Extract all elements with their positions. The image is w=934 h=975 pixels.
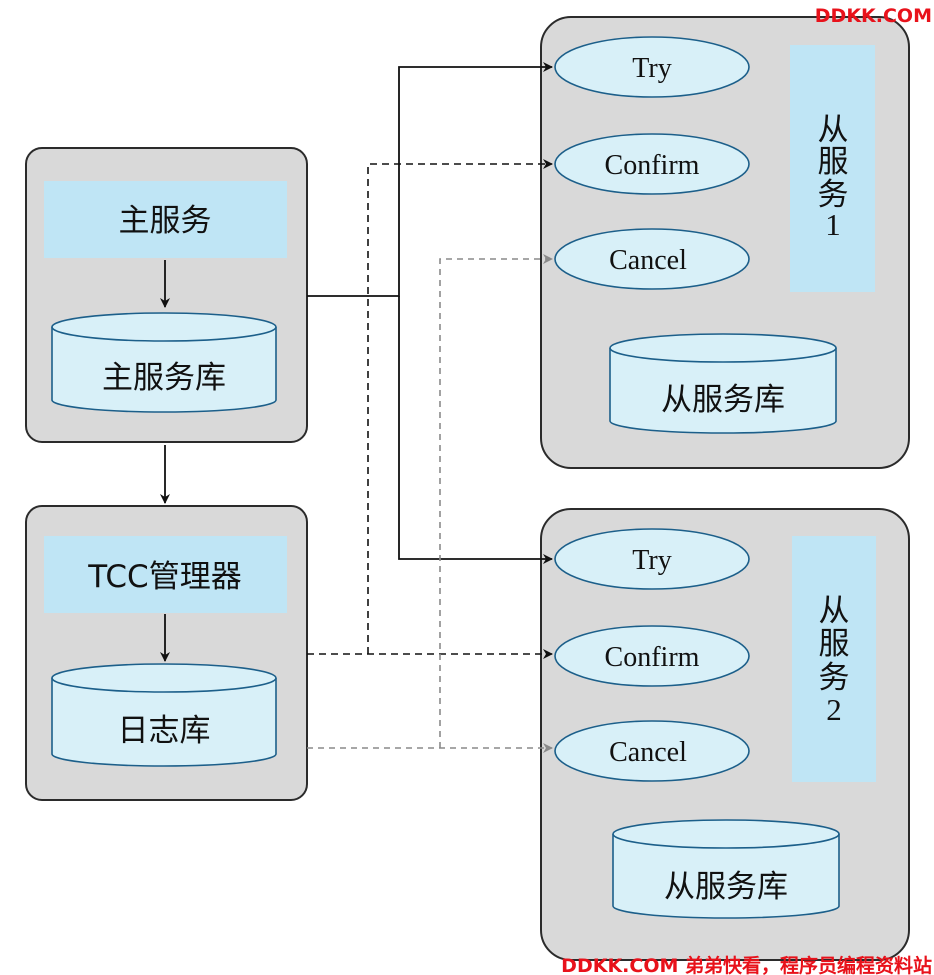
slave-1-try-oval — [554, 36, 750, 98]
slave-service-1-title-char-4: 1 — [825, 207, 841, 242]
slave-service-2-title-char-2: 服 — [819, 626, 850, 662]
slave-1-cancel-oval — [554, 228, 750, 290]
slave-2-confirm-label: Confirm — [605, 642, 700, 673]
log-db-body — [51, 678, 277, 767]
slave-service-2-title-char-3: 务 — [819, 660, 850, 696]
slave-service-2-title-char-4: 2 — [826, 692, 842, 727]
slave-2-db-top — [612, 819, 840, 849]
slave-2-db-label: 从服务库 — [664, 869, 788, 905]
main-service-label: 主服务 — [119, 203, 212, 239]
slave-1-db-label: 从服务库 — [661, 382, 785, 418]
slave-service-2-title-char-1: 从 — [819, 593, 850, 629]
slave-2-cancel-oval — [554, 720, 750, 782]
slave-1-confirm-label: Confirm — [605, 150, 700, 181]
watermark-top: DDKK.COM — [815, 5, 932, 27]
slave-service-1-title-char-2: 服 — [818, 144, 849, 180]
main-service-db-body — [51, 327, 277, 413]
cancel-connector-slave-1 — [439, 254, 553, 748]
tcc-manager-label-box — [44, 536, 287, 613]
slave-1-try-label: Try — [632, 53, 671, 84]
try-connector-slave-2 — [398, 296, 553, 564]
main-service-db-label: 主服务库 — [102, 360, 226, 396]
slave-2-try-oval — [554, 528, 750, 590]
slave-1-confirm-oval — [554, 133, 750, 195]
slave-service-2-panel: 从 服 务 2 Try Confirm Cancel 从服务库 — [540, 508, 910, 961]
slave-service-1-title-char-1: 从 — [818, 112, 849, 148]
main-service-panel: 主服务 主服务库 — [25, 147, 308, 443]
slave-service-2-title-box — [792, 536, 876, 782]
slave-2-db: 从服务库 — [612, 819, 840, 919]
slave-1-db: 从服务库 — [609, 333, 837, 434]
slave-2-db-body — [612, 834, 840, 919]
log-db-label: 日志库 — [118, 713, 211, 749]
tcc-manager-label: TCC管理器 — [87, 559, 241, 595]
slave-1-db-top — [609, 333, 837, 363]
watermark-bottom: DDKK.COM 弟弟快看，程序员编程资料站 — [561, 954, 932, 975]
main-service-label-box — [44, 181, 287, 258]
slave-service-1-panel: 从 服 务 1 Try Confirm Cancel 从服务库 — [540, 16, 910, 469]
slave-2-confirm-oval — [554, 625, 750, 687]
slave-service-1-title-char-3: 务 — [818, 177, 849, 213]
log-db-top — [51, 663, 277, 693]
slave-2-cancel-label: Cancel — [609, 737, 687, 768]
slave-service-1-title-box — [790, 45, 875, 292]
try-connector-slave-1 — [307, 62, 553, 297]
log-db: 日志库 — [51, 663, 277, 767]
slave-1-db-body — [609, 348, 837, 434]
slave-1-cancel-label: Cancel — [609, 245, 687, 276]
slave-2-try-label: Try — [632, 545, 671, 576]
main-service-db: 主服务库 — [51, 312, 277, 413]
confirm-connector-slave-1 — [367, 159, 553, 654]
main-service-db-top — [51, 312, 277, 342]
tcc-manager-panel: TCC管理器 日志库 — [25, 505, 308, 801]
